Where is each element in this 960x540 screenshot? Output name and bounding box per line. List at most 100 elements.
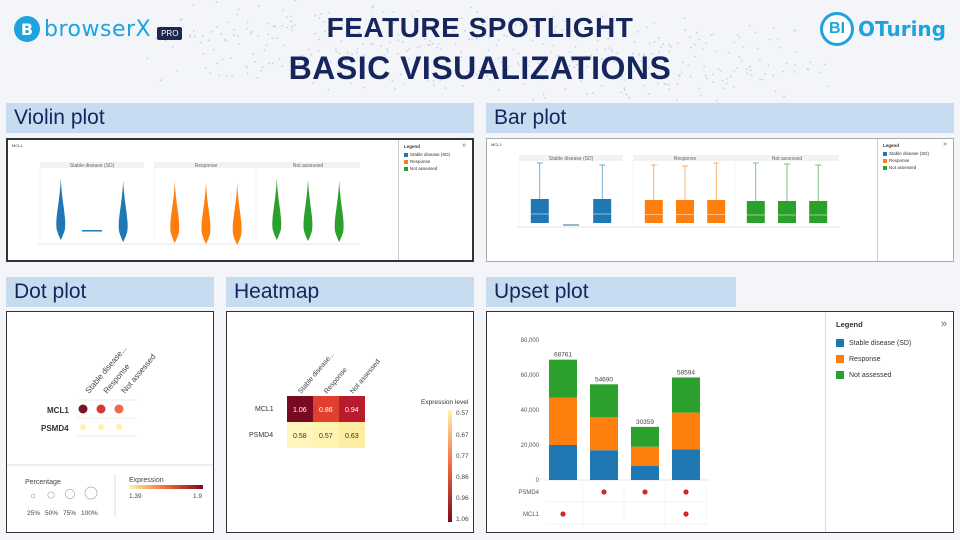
chevron-double-right-icon[interactable]: » <box>940 318 947 330</box>
matrix-dot[interactable] <box>683 511 689 517</box>
bg-dot <box>695 31 698 34</box>
bg-dot <box>503 34 506 37</box>
upset-bar-segment[interactable] <box>631 446 659 466</box>
bg-dot <box>746 72 749 75</box>
upset-bar-segment[interactable] <box>549 397 577 445</box>
upset-bar-segment[interactable] <box>631 466 659 480</box>
bg-dot <box>414 25 417 28</box>
heatmap-cell[interactable] <box>339 396 365 422</box>
box-mark[interactable] <box>746 201 765 223</box>
violin-shape[interactable] <box>232 183 242 245</box>
upset-bar-segment[interactable] <box>672 412 700 450</box>
box-mark[interactable] <box>530 199 549 223</box>
dot-mark[interactable] <box>78 404 88 414</box>
legend-item-label: Response <box>410 159 431 164</box>
bg-dot <box>372 42 375 45</box>
bg-dot <box>701 47 704 50</box>
box-mark[interactable] <box>676 200 694 223</box>
bg-dot <box>231 75 233 77</box>
bg-dot <box>659 46 662 48</box>
violin-shape[interactable] <box>272 178 282 240</box>
dot-mark[interactable] <box>98 424 104 430</box>
violin-shape[interactable] <box>118 180 128 242</box>
bg-dot <box>193 35 196 38</box>
bg-dot <box>345 60 348 63</box>
bg-dot <box>508 65 511 68</box>
violin-shape[interactable] <box>303 179 313 241</box>
upset-bar-segment[interactable] <box>590 384 618 417</box>
bg-dot <box>363 86 366 89</box>
heatmap-panel[interactable]: Stable disease... Response Not assessed … <box>226 311 474 533</box>
upset-bar-segment[interactable] <box>549 359 577 398</box>
bg-dot <box>397 34 400 37</box>
bg-dot <box>431 42 434 45</box>
bg-dot <box>668 88 671 91</box>
bg-dot <box>346 51 349 54</box>
chevron-double-right-icon[interactable]: » <box>943 141 947 148</box>
bg-dot <box>449 33 452 36</box>
upset-bar-segment[interactable] <box>672 449 700 480</box>
dot-plot-panel[interactable]: Stable disease... Response Not assessed … <box>6 311 214 533</box>
heatmap-cell[interactable] <box>313 396 339 422</box>
bg-dot <box>352 69 355 71</box>
bg-dot <box>506 35 509 38</box>
bg-dot <box>527 64 530 67</box>
box-mark[interactable] <box>593 199 612 223</box>
bg-dot <box>377 57 380 60</box>
heatmap-cell[interactable] <box>287 422 313 448</box>
upset-bar-segment[interactable] <box>549 445 577 480</box>
upset-bar-segment[interactable] <box>590 417 618 451</box>
heatmap-cell[interactable] <box>287 396 313 422</box>
box-mark[interactable] <box>644 200 663 223</box>
heatmap-cell-value: 1.06 <box>293 407 307 414</box>
upset-legend-item: Not assessed <box>836 371 955 379</box>
bg-dot <box>522 28 525 31</box>
bg-dot <box>623 87 626 90</box>
box-mark[interactable] <box>778 201 796 223</box>
matrix-dot[interactable] <box>683 489 689 495</box>
heatmap-cell-value: 0.86 <box>319 407 333 414</box>
heatmap-cell[interactable] <box>313 422 339 448</box>
bg-dot <box>418 55 421 58</box>
bg-dot <box>733 69 736 72</box>
bg-dot <box>265 44 268 47</box>
violin-shape[interactable] <box>56 178 66 240</box>
bg-dot <box>407 58 410 60</box>
dot-mark[interactable] <box>116 424 122 430</box>
chevron-double-right-icon[interactable]: » <box>462 142 466 149</box>
box-mark[interactable] <box>809 201 828 223</box>
heatmap-cell[interactable] <box>339 422 365 448</box>
bg-dot <box>481 23 484 26</box>
box-mark[interactable] <box>707 200 726 223</box>
bg-dot <box>564 59 567 62</box>
upset-bar-segment[interactable] <box>631 426 659 447</box>
matrix-dot[interactable] <box>560 511 566 517</box>
facet-header <box>256 162 360 168</box>
bg-dot <box>371 6 374 9</box>
bg-dot <box>449 73 452 76</box>
violin-shape[interactable] <box>170 181 180 243</box>
facet-label: Response <box>674 156 697 162</box>
bg-dot <box>785 62 788 65</box>
facet-header <box>519 155 623 161</box>
dot-mark[interactable] <box>96 404 106 414</box>
violin-shape[interactable] <box>201 182 211 244</box>
dot-mark[interactable] <box>80 424 86 430</box>
bg-dot <box>522 82 525 85</box>
violin-shape[interactable] <box>82 230 102 232</box>
legend-swatch-blue <box>404 152 408 157</box>
bg-dot <box>465 75 468 77</box>
percentage-circle <box>30 493 36 499</box>
violin-shape[interactable] <box>334 180 344 242</box>
matrix-dot[interactable] <box>642 489 648 495</box>
dot-mark[interactable] <box>114 404 124 414</box>
upset-bar-segment[interactable] <box>672 377 700 413</box>
matrix-dot[interactable] <box>601 489 607 495</box>
upset-bar-segment[interactable] <box>590 450 618 480</box>
bg-dot <box>233 34 235 36</box>
bg-dot <box>356 47 359 50</box>
